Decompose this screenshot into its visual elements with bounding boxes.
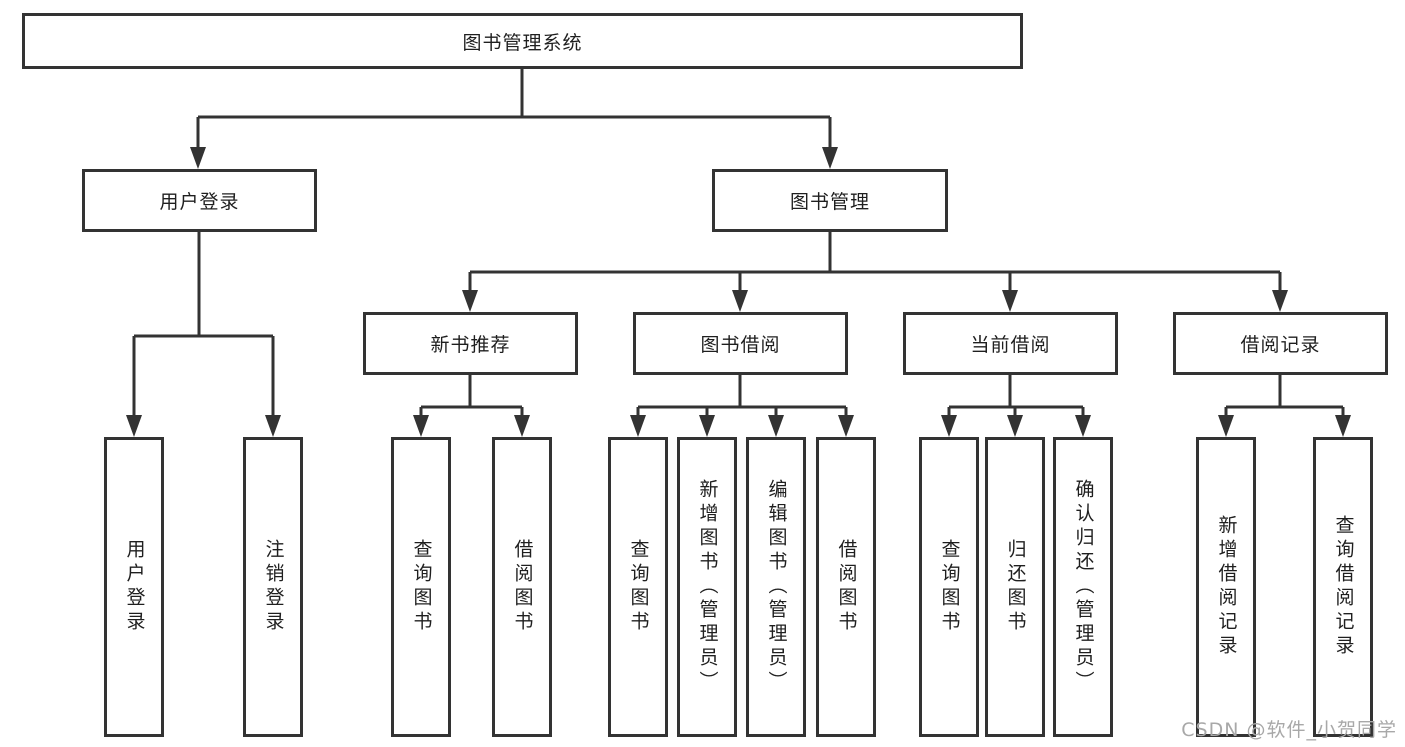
leaf-borrow-books-recommend-label: 借阅图书 (511, 539, 534, 635)
leaf-query-books-current: 查询图书 (919, 437, 979, 737)
node-borrowing-records: 借阅记录 (1173, 312, 1388, 375)
leaf-query-books-current-label: 查询图书 (938, 539, 961, 635)
leaf-logout: 注销登录 (243, 437, 303, 737)
leaf-query-books-recommend: 查询图书 (391, 437, 451, 737)
node-user-login-branch: 用户登录 (82, 169, 317, 232)
leaf-confirm-return-admin: 确认归还（管理员） (1053, 437, 1113, 737)
arrow-shafts (132, 117, 1345, 421)
leaf-logout-label: 注销登录 (262, 539, 285, 635)
leaf-add-books-admin-label: 新增图书（管理员） (696, 479, 719, 695)
node-root-library-system: 图书管理系统 (22, 13, 1023, 69)
leaf-query-borrow-record: 查询借阅记录 (1313, 437, 1373, 737)
leaf-edit-books-admin-label: 编辑图书（管理员） (765, 479, 788, 695)
leaf-query-books-recommend-label: 查询图书 (410, 539, 433, 635)
leaf-query-books-borrowing-label: 查询图书 (627, 539, 650, 635)
leaf-query-books-borrowing: 查询图书 (608, 437, 668, 737)
node-book-management: 图书管理 (712, 169, 948, 232)
leaf-query-borrow-record-label: 查询借阅记录 (1332, 515, 1355, 659)
node-new-book-recommendation: 新书推荐 (363, 312, 578, 375)
leaf-return-books-label: 归还图书 (1004, 539, 1027, 635)
leaf-borrow-books-label: 借阅图书 (835, 539, 858, 635)
leaf-borrow-books-recommend: 借阅图书 (492, 437, 552, 737)
leaf-user-login: 用户登录 (104, 437, 164, 737)
leaf-return-books: 归还图书 (985, 437, 1045, 737)
leaf-add-books-admin: 新增图书（管理员） (677, 437, 737, 737)
leaf-edit-books-admin: 编辑图书（管理员） (746, 437, 806, 737)
csdn-watermark: CSDN @软件_小贺同学 (1181, 719, 1397, 741)
leaf-borrow-books: 借阅图书 (816, 437, 876, 737)
node-current-borrowing: 当前借阅 (903, 312, 1118, 375)
arrowheads (126, 147, 1351, 437)
leaf-user-login-label: 用户登录 (123, 539, 146, 635)
leaf-add-borrow-record-label: 新增借阅记录 (1215, 515, 1238, 659)
leaf-add-borrow-record: 新增借阅记录 (1196, 437, 1256, 737)
node-book-borrowing: 图书借阅 (633, 312, 848, 375)
leaf-confirm-return-admin-label: 确认归还（管理员） (1072, 479, 1095, 695)
connector-segments (134, 69, 1343, 409)
